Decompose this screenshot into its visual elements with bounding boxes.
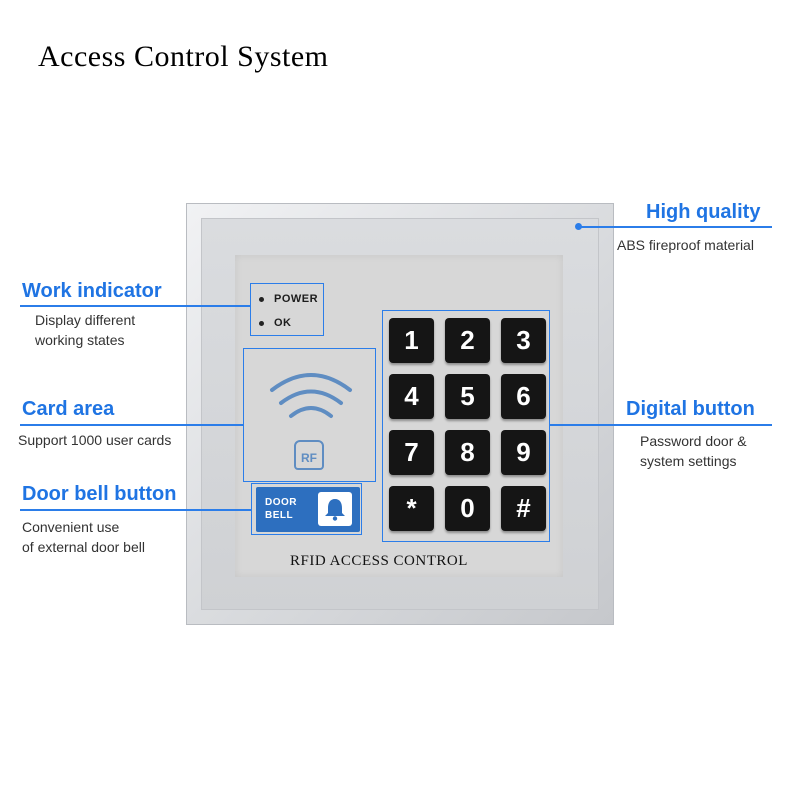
key-1-button[interactable]: 1 <box>389 318 434 363</box>
card-reader-area[interactable] <box>250 350 372 480</box>
key-6-button[interactable]: 6 <box>501 374 546 419</box>
ok-led-icon <box>259 320 264 326</box>
led-power: POWER <box>259 293 318 305</box>
key-9-button[interactable]: 9 <box>501 430 546 475</box>
key-star-button[interactable]: * <box>389 486 434 531</box>
high-quality-title: High quality <box>646 201 761 223</box>
door-bell-highlight <box>251 483 362 535</box>
key-7-button[interactable]: 7 <box>389 430 434 475</box>
work-indicator-desc-line2: working states <box>35 332 125 348</box>
digital-button-desc-line1: Password door & <box>640 433 747 449</box>
key-8-button[interactable]: 8 <box>445 430 490 475</box>
key-5-button[interactable]: 5 <box>445 374 490 419</box>
door-bell-line1: DOOR <box>265 497 297 508</box>
led-power-label: POWER <box>274 293 319 305</box>
led-indicator-group: POWER OK <box>253 285 323 335</box>
key-2-button[interactable]: 2 <box>445 318 490 363</box>
key-hash-button[interactable]: # <box>501 486 546 531</box>
door-bell-title: Door bell button <box>22 483 177 505</box>
door-bell-desc-line1: Convenient use <box>22 519 120 535</box>
work-indicator-title: Work indicator <box>22 280 162 302</box>
work-indicator-line <box>20 305 250 307</box>
digital-button-desc: Password door & system settings <box>640 431 747 471</box>
high-quality-desc: ABS fireproof material <box>617 237 754 253</box>
card-area-title: Card area <box>22 398 115 420</box>
card-area-desc: Support 1000 user cards <box>18 432 172 448</box>
led-ok: OK <box>259 317 292 329</box>
work-indicator-desc-line1: Display different <box>35 312 136 328</box>
high-quality-line <box>578 226 772 228</box>
door-bell-desc-line2: of external door bell <box>22 539 145 555</box>
digital-button-title: Digital button <box>626 398 755 420</box>
key-0-button[interactable]: 0 <box>445 486 490 531</box>
key-3-button[interactable]: 3 <box>501 318 546 363</box>
led-ok-label: OK <box>274 317 292 329</box>
digital-button-line <box>550 424 772 426</box>
keypad-highlight <box>382 310 550 542</box>
work-indicator-highlight <box>250 283 324 336</box>
device-model-label: RFID ACCESS CONTROL <box>290 553 468 569</box>
card-area-highlight <box>243 348 376 482</box>
power-led-icon <box>259 296 264 302</box>
key-4-button[interactable]: 4 <box>389 374 434 419</box>
bell-icon <box>318 492 352 526</box>
door-bell-line2: BELL <box>265 510 294 521</box>
door-bell-line <box>20 509 251 511</box>
digital-button-desc-line2: system settings <box>640 453 737 469</box>
door-bell-button[interactable]: DOOR BELL <box>256 487 360 532</box>
high-quality-pointer-icon <box>575 223 582 230</box>
door-bell-desc: Convenient use of external door bell <box>22 517 145 557</box>
door-bell-label: DOOR BELL <box>265 496 297 522</box>
card-area-line <box>20 424 243 426</box>
page-title: Access Control System <box>38 40 329 73</box>
work-indicator-desc: Display different working states <box>35 310 135 350</box>
rf-logo-icon: RF <box>294 440 324 470</box>
rf-waves-icon <box>270 373 352 418</box>
